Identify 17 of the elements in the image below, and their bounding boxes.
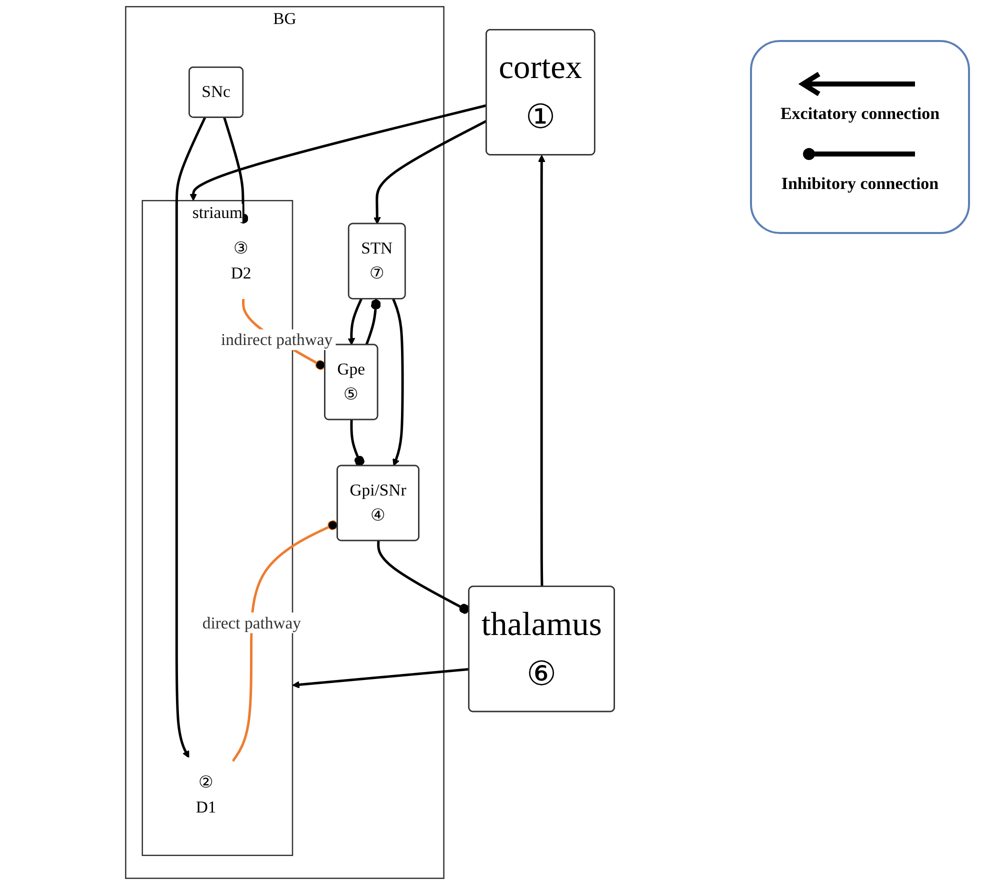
node-text: ③ D2 [230,239,252,283]
arrow [538,154,546,587]
connector [223,117,248,224]
arrow [190,104,487,201]
edge-label: indirect pathway [218,329,336,350]
arrow [292,668,469,688]
connector [350,420,364,466]
arrow [348,298,362,346]
connector [365,298,381,346]
legend-text: Inhibitory connection [781,174,939,194]
connector [377,540,470,614]
arrow [392,298,404,466]
legend-text: Excitatory connection [780,104,940,124]
node-text: ② D1 [196,773,216,817]
arrow [373,120,488,224]
connector [232,520,338,762]
arrow [175,117,206,758]
